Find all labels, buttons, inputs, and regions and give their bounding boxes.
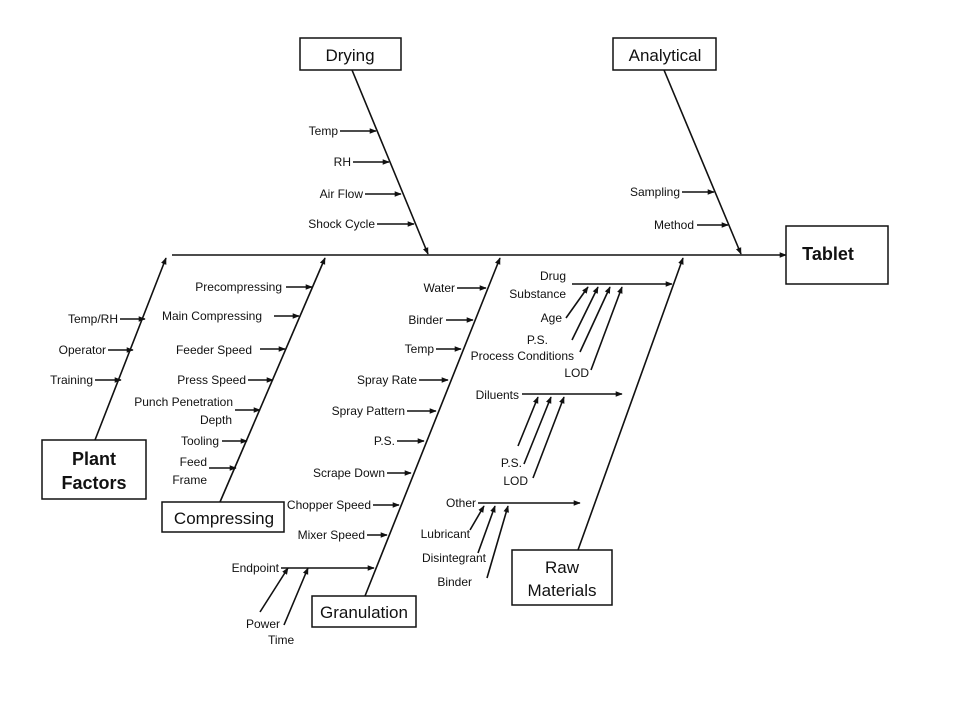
- diluents-sub-arrow: [517, 396, 539, 447]
- cause-label: Shock Cycle: [308, 217, 375, 231]
- cause-label: Operator: [59, 343, 106, 357]
- cause-label: Sampling: [630, 185, 680, 199]
- cause-label: P.S.: [374, 434, 395, 448]
- drug-substance-sub-arrow: [571, 286, 599, 341]
- cause-label: Process Conditions: [471, 349, 574, 363]
- cause-label: LOD: [564, 366, 589, 380]
- diluents-sub-arrow: [523, 396, 552, 465]
- cause-label: Disintegrant: [422, 551, 487, 565]
- cause-label: Endpoint: [232, 561, 280, 575]
- raw-materials-box: [511, 549, 613, 606]
- cause-label: Air Flow: [320, 187, 364, 201]
- plant-factors-label-line1: Plant: [72, 449, 116, 469]
- granulation-bone: [364, 257, 501, 597]
- cause-label: Precompressing: [195, 280, 282, 294]
- diluents-sub-arrow: [532, 396, 565, 479]
- cause-label: Chopper Speed: [287, 498, 371, 512]
- raw-materials-label-line2: Materials: [528, 581, 597, 600]
- cause-label: Feeder Speed: [176, 343, 252, 357]
- analytical-label: Analytical: [629, 46, 702, 65]
- cause-label: Main Compressing: [162, 309, 262, 323]
- raw-materials-bone: [577, 257, 684, 551]
- cause-label: Mixer Speed: [298, 528, 365, 542]
- cause-label: Scrape Down: [313, 466, 385, 480]
- cause-label: Depth: [200, 413, 232, 427]
- cause-label: Other: [446, 496, 476, 510]
- cause-label: Lubricant: [421, 527, 471, 541]
- cause-label: Binder: [437, 575, 472, 589]
- cause-label: Drug: [540, 269, 566, 283]
- drying-label: Drying: [325, 46, 374, 65]
- tablet-label: Tablet: [802, 244, 854, 264]
- drug-substance-sub-arrow: [590, 286, 623, 371]
- raw-materials-label-line1: Raw: [545, 558, 580, 577]
- cause-label: Frame: [172, 473, 207, 487]
- cause-label: Spray Rate: [357, 373, 417, 387]
- cause-label: LOD: [503, 474, 528, 488]
- analytical-box: [612, 37, 717, 71]
- cause-label: Spray Pattern: [332, 404, 405, 418]
- cause-label: Tooling: [181, 434, 219, 448]
- other-sub-arrow: [477, 505, 496, 554]
- cause-label: P.S.: [501, 456, 522, 470]
- cause-label: RH: [334, 155, 351, 169]
- cause-label: Binder: [408, 313, 443, 327]
- granulation-label: Granulation: [320, 603, 408, 622]
- other-sub-arrow: [486, 505, 509, 579]
- cause-label: Power: [246, 617, 280, 631]
- cause-label: Temp: [309, 124, 339, 138]
- compressing-label: Compressing: [174, 509, 274, 528]
- cause-label: Method: [654, 218, 694, 232]
- cause-label: P.S.: [527, 333, 548, 347]
- cause-label: Time: [268, 633, 295, 647]
- cause-label: Feed: [180, 455, 207, 469]
- cause-label: Temp: [405, 342, 435, 356]
- granulation-box: [311, 595, 417, 628]
- drying-bone: [351, 69, 429, 255]
- cause-label: Diluents: [476, 388, 519, 402]
- drying-box: [299, 37, 402, 71]
- drug-substance-sub-arrow: [565, 286, 589, 319]
- endpoint-sub-arrow: [259, 567, 289, 613]
- cause-label: Substance: [509, 287, 566, 301]
- compressing-box: [161, 501, 285, 533]
- tablet-box: [785, 225, 889, 285]
- plant-factors-label-line2: Factors: [61, 473, 126, 493]
- other-sub-arrow: [469, 505, 485, 531]
- endpoint-sub-arrow: [283, 567, 309, 626]
- plant-factors-box: [41, 439, 147, 500]
- cause-label: Water: [423, 281, 455, 295]
- cause-label: Temp/RH: [68, 312, 118, 326]
- cause-label: Training: [50, 373, 93, 387]
- cause-label: Punch Penetration: [134, 395, 233, 409]
- cause-label: Press Speed: [177, 373, 246, 387]
- drug-substance-sub-arrow: [579, 286, 611, 353]
- cause-label: Age: [541, 311, 563, 325]
